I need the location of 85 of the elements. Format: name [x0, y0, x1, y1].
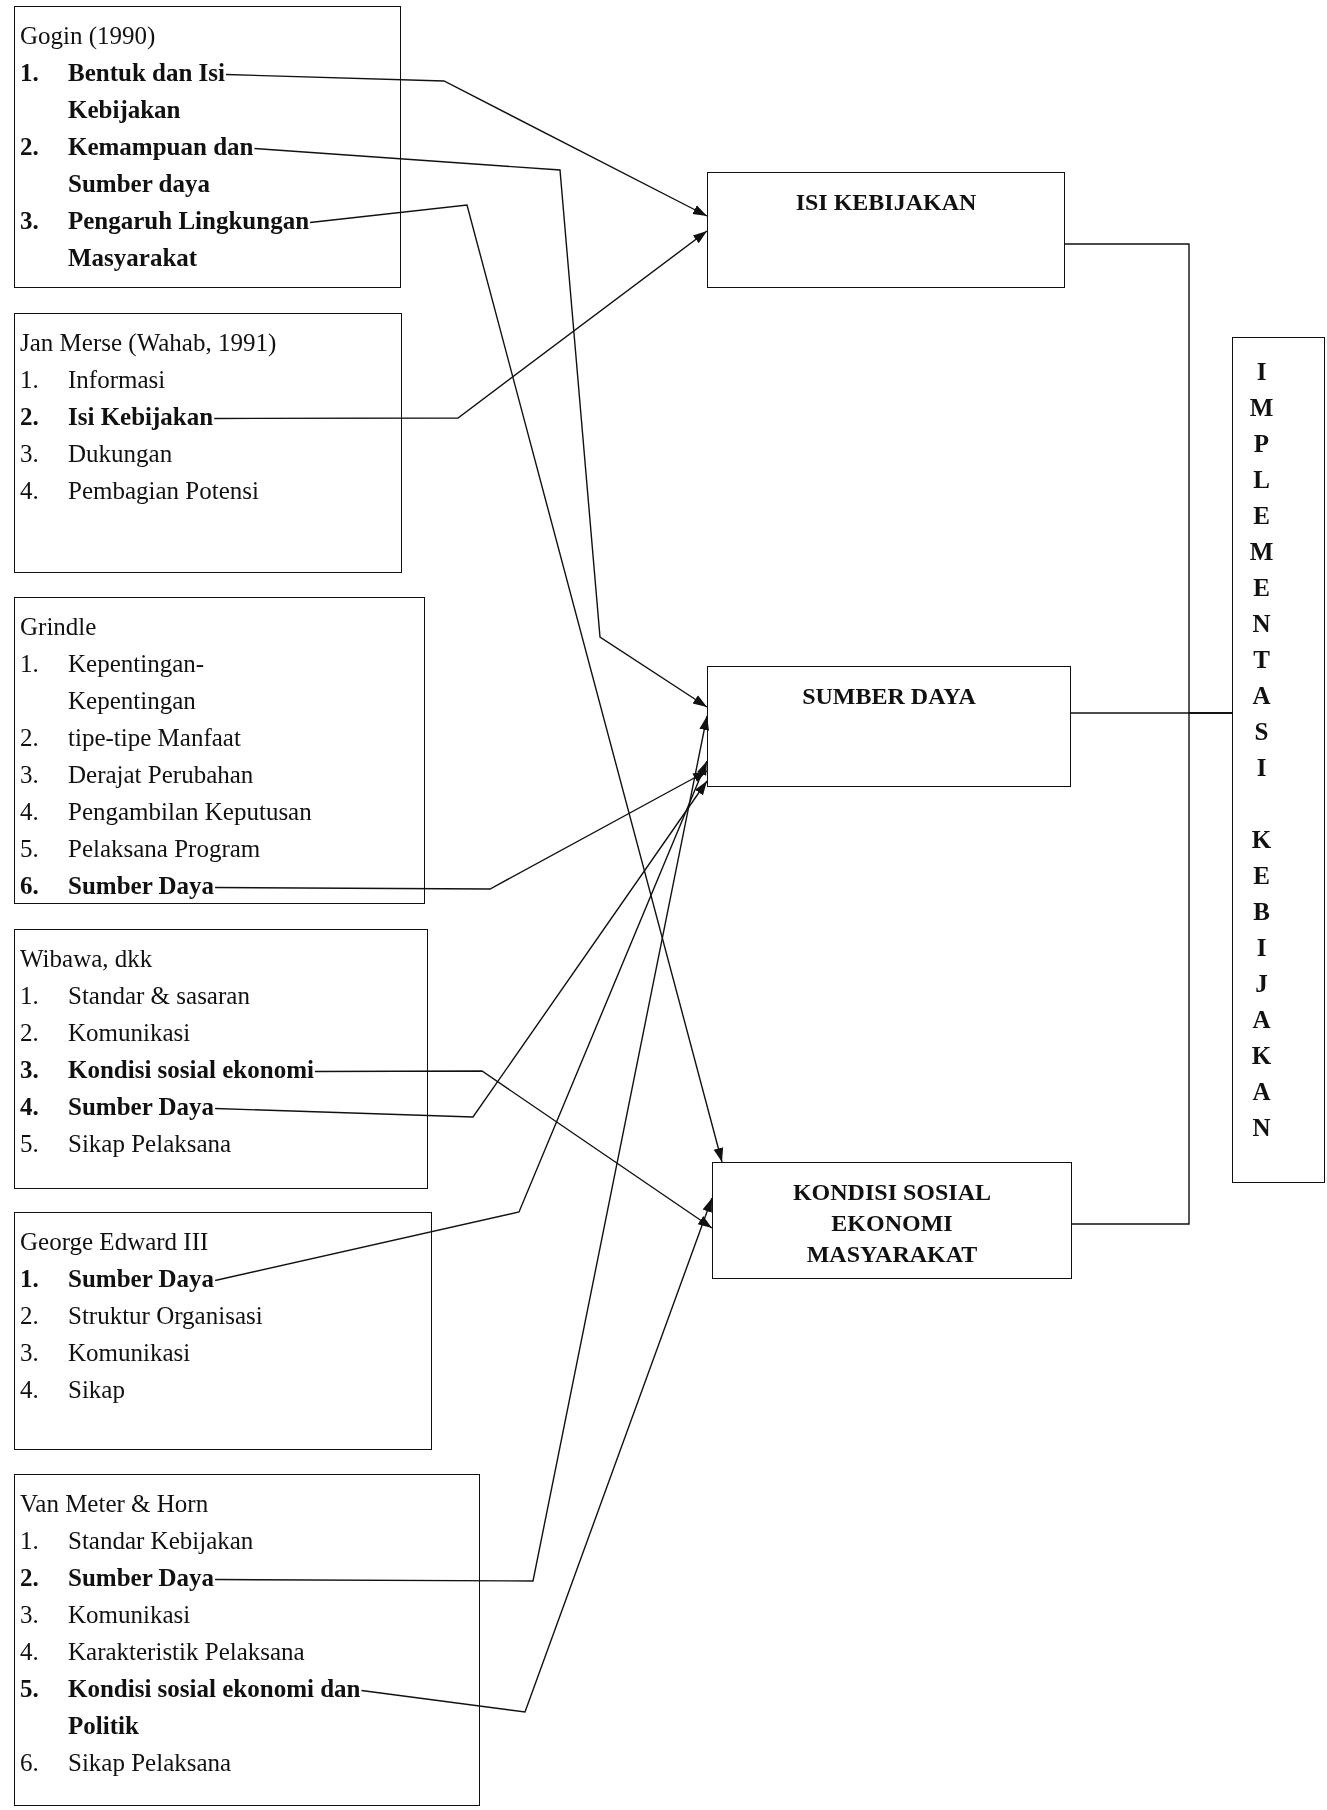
item-number: 2. — [20, 723, 40, 753]
item-number: 1. — [20, 649, 40, 679]
item-number: 2. — [20, 1563, 40, 1593]
item-text: Sumber Daya — [68, 871, 215, 901]
source-heading: Gogin (1990) — [20, 21, 157, 51]
factor-label: ISI KEBIJAKAN — [795, 188, 977, 217]
item-text: Sumber Daya — [68, 1563, 215, 1593]
source-heading: Jan Merse (Wahab, 1991) — [20, 328, 278, 359]
source-heading: Van Meter & Horn — [20, 1489, 210, 1519]
item-number: 1. — [20, 981, 40, 1011]
source-box — [14, 6, 401, 288]
item-text: Isi Kebijakan — [68, 402, 214, 432]
item-number: 3. — [20, 439, 40, 469]
factor-label: SUMBER DAYA — [802, 682, 976, 711]
connector-arrow — [214, 780, 708, 1118]
item-text: Derajat Perubahan — [68, 760, 254, 790]
item-text: Pengambilan Keputusan — [68, 797, 312, 827]
item-number: 1. — [20, 1526, 40, 1556]
item-number: 3. — [20, 206, 40, 236]
item-number: 1. — [20, 1264, 40, 1294]
item-text: Pelaksana Program — [68, 834, 261, 864]
source-box — [14, 313, 402, 573]
item-text: Sikap Pelaksana — [68, 1748, 232, 1778]
item-number: 6. — [20, 871, 40, 901]
connector-arrow — [214, 760, 708, 1282]
item-text: Kondisi sosial ekonomi — [68, 1055, 314, 1085]
item-number: 4. — [20, 1092, 40, 1122]
source-heading: George Edward III — [20, 1227, 210, 1257]
item-number: 4. — [20, 1375, 40, 1405]
source-heading: Wibawa, dkk — [20, 944, 154, 974]
factor-box — [707, 172, 1065, 288]
item-text: tipe-tipe Manfaat — [68, 723, 241, 753]
item-text: Dukungan — [68, 439, 173, 469]
item-text: Karakteristik Pelaksana — [68, 1637, 305, 1667]
item-number: 3. — [20, 1338, 40, 1368]
item-text: Informasi — [68, 365, 166, 395]
source-box — [14, 597, 425, 904]
connector-arrow — [360, 1197, 713, 1713]
item-text: Sikap Pelaksana — [68, 1129, 232, 1159]
item-text: Komunikasi — [68, 1338, 191, 1368]
item-number: 4. — [20, 476, 40, 506]
item-number: 2. — [20, 402, 40, 432]
item-number: 2. — [20, 132, 40, 162]
connector-arrow — [213, 230, 708, 420]
item-number: 2. — [20, 1018, 40, 1048]
item-text: Kemampuan dan Sumber daya — [68, 132, 255, 199]
connector-arrow — [314, 1070, 713, 1229]
connector-arrow — [253, 147, 708, 708]
item-number: 1. — [20, 58, 40, 88]
item-number: 5. — [20, 1129, 40, 1159]
item-number: 5. — [20, 1674, 40, 1704]
connector-arrow — [214, 715, 710, 1582]
item-text: Kondisi sosial ekonomi dan Politik — [68, 1674, 362, 1741]
item-number: 3. — [20, 760, 40, 790]
vertical-label: IMPLEMENTASI KEBIJAKAN — [1249, 357, 1274, 1143]
item-text: Sumber Daya — [68, 1264, 215, 1294]
item-number: 2. — [20, 1301, 40, 1331]
item-text: Komunikasi — [68, 1600, 191, 1630]
item-text: Standar Kebijakan — [68, 1526, 254, 1556]
source-box — [14, 929, 428, 1189]
item-text: Sumber Daya — [68, 1092, 215, 1122]
factor-label: KONDISI SOSIAL EKONOMI MASYARAKAT — [791, 1178, 993, 1269]
source-box — [14, 1212, 432, 1450]
item-text: Sikap — [68, 1375, 125, 1405]
source-heading: Grindle — [20, 612, 98, 642]
item-text: Pembagian Potensi — [68, 476, 259, 506]
item-text: Struktur Organisasi — [68, 1301, 263, 1331]
result-box — [1232, 337, 1325, 1183]
item-number: 1. — [20, 365, 40, 395]
connector-arrow — [309, 204, 724, 1163]
factor-box — [712, 1162, 1072, 1279]
factor-box — [707, 666, 1071, 787]
item-text: Bentuk dan Isi Kebijakan — [68, 58, 227, 125]
item-number: 4. — [20, 797, 40, 827]
item-text: Pengaruh Lingkungan Masyarakat — [68, 206, 311, 273]
item-number: 5. — [20, 834, 40, 864]
item-number: 3. — [20, 1055, 40, 1085]
item-text: Komunikasi — [68, 1018, 191, 1048]
connector-arrow — [225, 73, 708, 217]
item-number: 3. — [20, 1600, 40, 1630]
source-box — [14, 1474, 480, 1806]
item-number: 4. — [20, 1637, 40, 1667]
item-text: Standar & sasaran — [68, 981, 250, 1011]
connector-arrow — [214, 770, 708, 890]
item-number: 6. — [20, 1748, 40, 1778]
